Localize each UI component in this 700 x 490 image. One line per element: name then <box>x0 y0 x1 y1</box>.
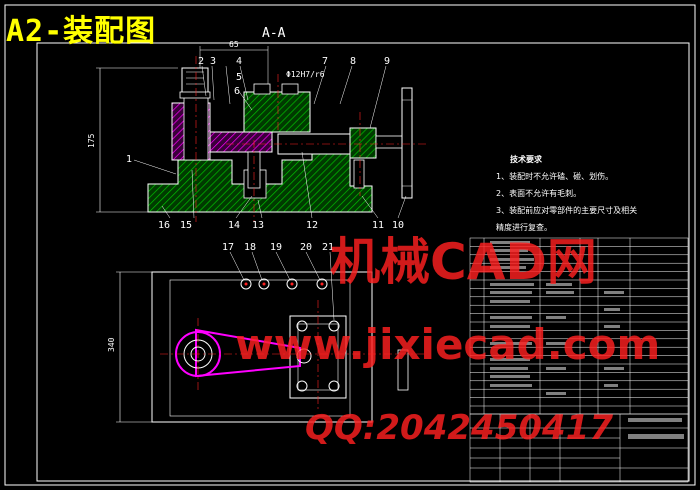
callout-12: 12 <box>306 220 318 231</box>
callout-2: 2 <box>198 56 204 67</box>
plan-view: 340 <box>107 271 424 423</box>
callout-13: 13 <box>252 220 264 231</box>
leaders-bottom <box>161 151 407 219</box>
dim-175: 175 <box>87 133 96 148</box>
callout-20: 20 <box>300 242 312 253</box>
callout-7: 7 <box>322 56 328 67</box>
technical-note-2: 2、表面不允许有毛刺。 <box>496 189 582 198</box>
drawing-title: A2-装配图 <box>6 14 157 49</box>
technical-note-3: 3、装配前应对零部件的主要尺寸及相关 <box>496 206 638 215</box>
callout-14: 14 <box>228 220 240 231</box>
callout-6: 6 <box>234 86 240 97</box>
callout-17: 17 <box>222 242 234 253</box>
callout-16: 16 <box>158 220 170 231</box>
callout-4: 4 <box>236 56 242 67</box>
dim-hole-fit: Φ12H7/r6 <box>286 70 325 79</box>
callout-1: 1 <box>126 154 132 165</box>
technical-notes: 技术要求 1、装配时不允许磕、碰、划伤。 2、表面不允许有毛刺。 3、装配前应对… <box>496 151 637 236</box>
inner-border <box>36 42 690 482</box>
section-view: 175 65 Φ12H7/r6 <box>87 40 428 222</box>
technical-note-4: 精度进行复查。 <box>496 223 552 232</box>
leaders-plan <box>229 251 335 321</box>
callout-19: 19 <box>270 242 282 253</box>
parts-list <box>469 237 689 483</box>
drawing-border <box>4 4 696 486</box>
callout-5: 5 <box>236 72 242 83</box>
dim-65: 65 <box>229 40 239 49</box>
technical-note-1: 1、装配时不允许磕、碰、划伤。 <box>496 172 614 181</box>
leaders-top <box>133 65 387 175</box>
dim-340: 340 <box>107 337 116 352</box>
section-label-a-a: A-A <box>262 26 286 41</box>
callout-11: 11 <box>372 220 384 231</box>
callout-9: 9 <box>384 56 390 67</box>
callout-18: 18 <box>244 242 256 253</box>
technical-notes-heading: 技术要求 <box>510 155 542 164</box>
callout-3: 3 <box>210 56 216 67</box>
callout-10: 10 <box>392 220 404 231</box>
callout-8: 8 <box>350 56 356 67</box>
parts-list-marks <box>490 241 684 439</box>
callout-15: 15 <box>180 220 192 231</box>
callout-21: 21 <box>322 242 334 253</box>
